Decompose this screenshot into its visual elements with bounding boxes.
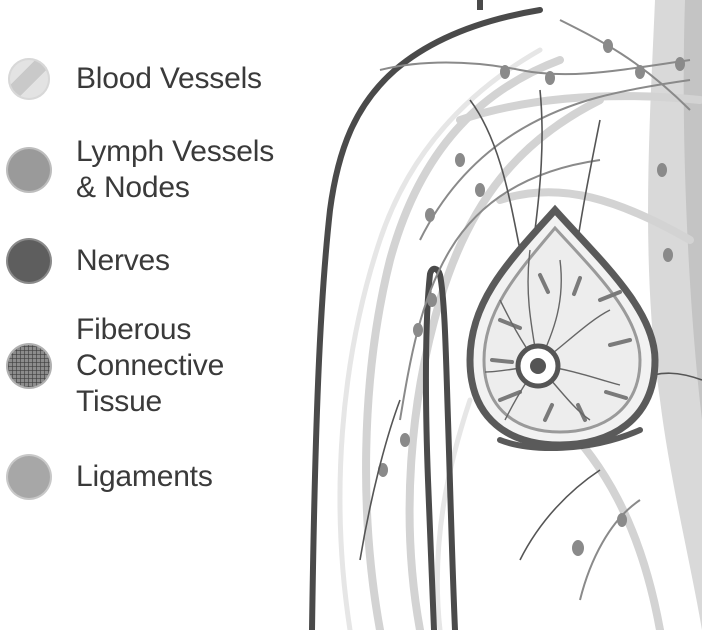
- legend-label-nerves: Nerves: [76, 243, 170, 279]
- legend-label-fibrous-tissue: Fiberous Connective Tissue: [76, 312, 224, 420]
- legend-item-ligaments: Ligaments: [8, 456, 213, 498]
- breast-cross-section: [470, 210, 655, 448]
- legend-item-fibrous-tissue: Fiberous Connective Tissue: [8, 312, 224, 420]
- blood-vessels-swatch-icon: [8, 58, 50, 100]
- legend-item-nerves: Nerves: [8, 240, 170, 282]
- nerves-swatch-icon: [8, 240, 50, 282]
- legend-label-ligaments: Ligaments: [76, 459, 213, 495]
- legend-label-lymph: Lymph Vessels & Nodes: [76, 134, 274, 206]
- ligaments-swatch-icon: [8, 456, 50, 498]
- lymph-swatch-icon: [8, 149, 50, 191]
- legend-label-blood-vessels: Blood Vessels: [76, 61, 262, 97]
- legend-item-blood-vessels: Blood Vessels: [8, 58, 262, 100]
- fibrous-tissue-swatch-icon: [8, 345, 50, 387]
- legend-item-lymph: Lymph Vessels & Nodes: [8, 134, 274, 206]
- legend: Blood Vessels Lymph Vessels & Nodes Nerv…: [0, 0, 330, 630]
